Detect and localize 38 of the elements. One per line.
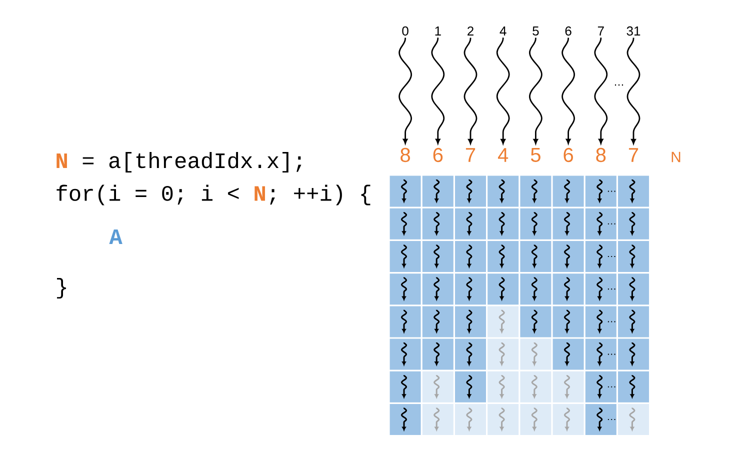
wavy-arrow xyxy=(529,38,542,144)
wavy-arrow xyxy=(594,38,608,144)
thread-number: 4 xyxy=(500,26,506,36)
count-number: 6 xyxy=(564,148,573,162)
code-line: A xyxy=(109,230,122,244)
thread-number: 2 xyxy=(468,26,474,36)
thread-number: 1 xyxy=(435,26,441,36)
thread-number: 0 xyxy=(402,26,408,36)
ellipsis: … xyxy=(608,386,616,388)
count-number: 8 xyxy=(400,148,410,162)
ellipsis: … xyxy=(608,354,616,355)
variable-label: N xyxy=(672,152,680,162)
code-line: } xyxy=(57,278,66,299)
thread-number: 5 xyxy=(532,26,539,36)
ellipsis: … xyxy=(608,418,616,420)
thread-number: 6 xyxy=(565,26,572,36)
thread-number: 7 xyxy=(598,26,604,36)
code-line: N = a[threadIdx.x]; xyxy=(56,152,302,173)
wavy-arrow xyxy=(626,38,640,144)
ellipsis: … xyxy=(608,190,616,192)
wavy-arrow xyxy=(431,38,445,144)
code-line: for(i = 0; i < N; ++i) { xyxy=(56,184,370,206)
count-number: 4 xyxy=(498,148,508,162)
ellipsis: … xyxy=(615,84,623,86)
wavy-arrow xyxy=(398,38,412,144)
count-number: 7 xyxy=(628,148,638,162)
ellipsis: … xyxy=(608,288,616,290)
count-number: 6 xyxy=(433,148,443,162)
count-number: 5 xyxy=(530,148,540,162)
ellipsis: … xyxy=(608,321,616,322)
ellipsis: … xyxy=(608,256,616,258)
count-number: 8 xyxy=(596,148,606,162)
count-number: 7 xyxy=(466,148,476,162)
wavy-arrow xyxy=(562,38,575,144)
thread-number: 31 xyxy=(626,26,640,36)
ellipsis: … xyxy=(608,223,616,224)
wavy-arrow xyxy=(464,38,478,144)
wavy-arrow xyxy=(496,38,510,144)
